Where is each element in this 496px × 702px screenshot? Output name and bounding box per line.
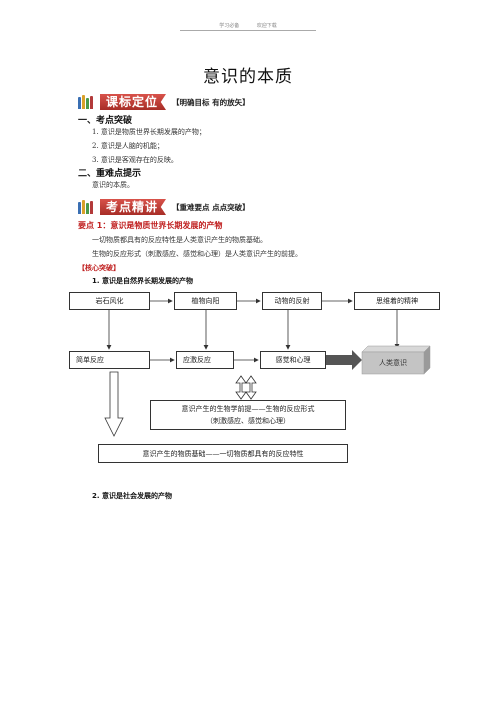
header-left: 学习必备 xyxy=(219,23,240,29)
box-rock-weathering: 岩石风化 xyxy=(69,292,150,310)
banner-explanation: 考点精讲 【重难要点 点点突破】 xyxy=(78,199,278,215)
subheading: 2. 意识是社会发展的产物 xyxy=(92,492,172,500)
header-rule xyxy=(180,30,316,31)
list-item: 1. 意识是物质世界长期发展的产物； xyxy=(92,128,206,136)
difficulty-text: 意识的本质。 xyxy=(92,181,134,189)
box-plant-phototropism: 植物向阳 xyxy=(174,292,237,310)
point-title: 要点 1：意识是物质世界长期发展的产物 xyxy=(78,221,223,230)
header-right: 欢迎下载 xyxy=(256,23,277,29)
box-animal-reflex: 动物的反射 xyxy=(262,292,322,310)
box-sensation-psychology: 感觉和心理 xyxy=(260,351,326,369)
section-heading-difficulties: 二、重难点提示 xyxy=(78,169,142,179)
paragraph: 生物的反应形式（刺激感应、感觉和心理）是人类意识产生的前提。 xyxy=(92,250,302,258)
page-title: 意识的本质 xyxy=(203,67,293,87)
box-thinking-spirit: 思维着的精神 xyxy=(354,292,440,310)
banner-label: 课标定位 xyxy=(100,94,167,110)
premise-line: 意识产生的生物学前提——生物的反应形式 xyxy=(181,405,315,413)
box-human-consciousness: 人类意识 xyxy=(379,359,407,367)
banner-subtitle: 【重难要点 点点突破】 xyxy=(172,203,250,212)
books-icon xyxy=(78,200,98,214)
subheading: 1. 意识是自然界长期发展的产物 xyxy=(92,277,193,285)
banner-label: 考点精讲 xyxy=(100,199,167,215)
list-item: 3. 意识是客观存在的反映。 xyxy=(92,156,178,164)
core-label: 【核心突破】 xyxy=(78,264,120,272)
premise-line: （刺激感应、感觉和心理） xyxy=(206,417,290,425)
section-heading-key-points: 一、考点突破 xyxy=(78,116,133,126)
page-header: 学习必备 欢迎下载 xyxy=(0,22,496,31)
list-item: 2. 意识是人脑的机能； xyxy=(92,142,164,150)
banner-subtitle: 【明确目标 有的放矢】 xyxy=(172,98,250,107)
box-material-basis: 意识产生的物质基础——一切物质都具有的反应特性 xyxy=(98,444,348,463)
box-stress-reaction: 应激反应 xyxy=(176,351,234,369)
paragraph: 一切物质都具有的反应特性是人类意识产生的物质基础。 xyxy=(92,236,267,244)
box-simple-reaction: 简单反应 xyxy=(69,351,150,369)
banner-objectives: 课标定位 【明确目标 有的放矢】 xyxy=(78,94,278,110)
books-icon xyxy=(78,95,98,109)
box-biological-premise: 意识产生的生物学前提——生物的反应形式 （刺激感应、感觉和心理） xyxy=(150,400,346,430)
